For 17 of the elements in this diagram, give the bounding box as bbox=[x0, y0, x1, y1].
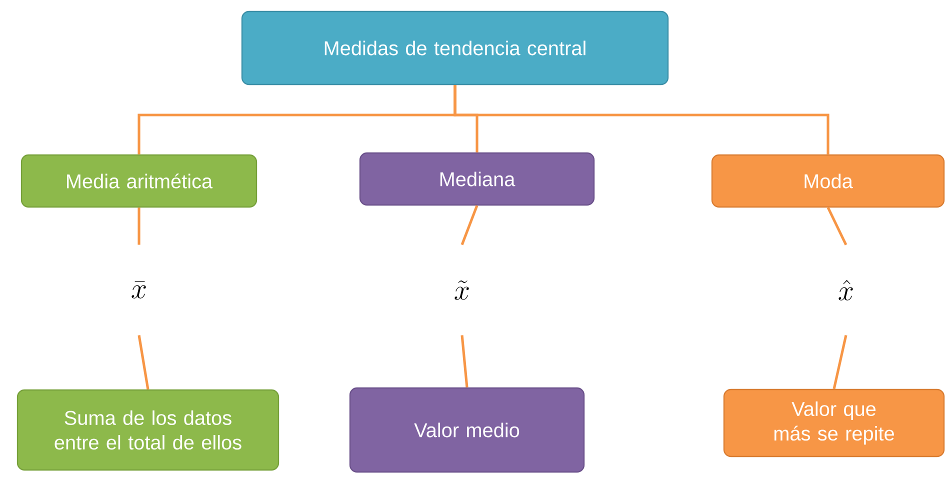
category-box: Moda bbox=[711, 154, 945, 208]
description-box: Valor medio bbox=[349, 387, 585, 473]
title-box: Medidas de tendencia central bbox=[241, 10, 669, 86]
category-box: Mediana bbox=[359, 152, 595, 206]
category-box: Media aritmética bbox=[20, 154, 258, 208]
connector-line bbox=[454, 85, 830, 154]
symbol: $\hat{x}$ bbox=[838, 280, 853, 300]
connector-line bbox=[826, 207, 848, 246]
description-box: Suma de los datos entre el total de ellos bbox=[16, 389, 280, 471]
symbol: $\bar{x}$ bbox=[132, 281, 146, 298]
connector-line bbox=[138, 208, 140, 245]
connector-line bbox=[138, 335, 150, 390]
connector-line bbox=[460, 205, 478, 246]
symbol: $\tilde{x}$ bbox=[454, 280, 469, 300]
connector-line bbox=[460, 335, 468, 388]
description-box: Valor que más se repite bbox=[723, 388, 945, 458]
connector-line bbox=[832, 334, 848, 390]
